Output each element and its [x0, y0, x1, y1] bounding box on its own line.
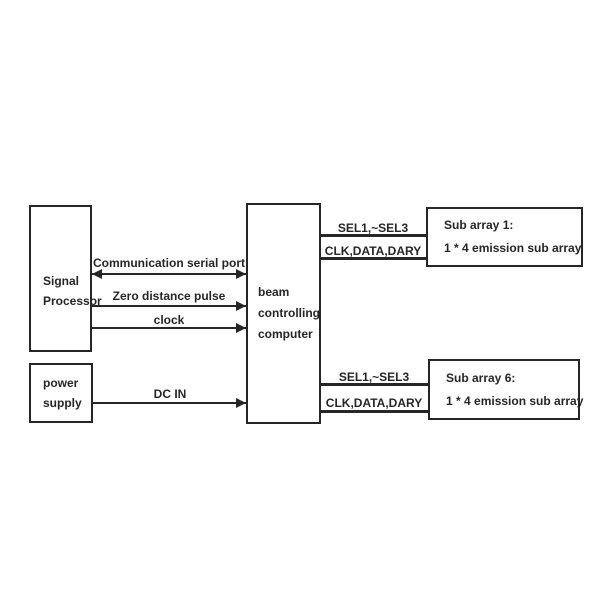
sel-bus-label-top: SEL1,~SEL3	[337, 221, 409, 235]
sub-array-6-label-line2: 1 * 4 emission sub array	[446, 393, 584, 408]
sub-array-1-label-line2: 1 * 4 emission sub array	[444, 241, 582, 255]
clk-bus-label-bottom: CLK,DATA,DARY	[325, 396, 423, 410]
clk-bus-label-top: CLK,DATA,DARY	[324, 244, 422, 258]
power-supply-label-line1: power	[43, 376, 79, 390]
clk-bus-line-bottom	[321, 410, 428, 413]
beam-controlling-computer-box: beam controlling computer	[246, 203, 321, 424]
sel-bus-line-top	[321, 234, 426, 237]
sub-array-6-label-line1: Sub array 6:	[446, 370, 516, 385]
sub-array-1-label-line1: Sub array 1:	[444, 218, 514, 232]
power-supply-box: power supply	[29, 363, 93, 423]
dc-in-label: DC IN	[153, 387, 187, 401]
signal-processor-box: Signal Processor	[29, 205, 102, 352]
signal-processor-label-line2: Processor	[43, 293, 102, 308]
comm-serial-double-arrow	[92, 273, 246, 275]
clock-label: clock	[153, 313, 185, 327]
power-supply-label-line2: supply	[43, 396, 82, 410]
beam-computer-label-line2: controlling	[258, 306, 320, 320]
sub-array-1-box: Sub array 1: 1 * 4 emission sub array	[426, 207, 583, 267]
comm-serial-label: Communication serial port	[92, 256, 246, 270]
clock-arrow	[92, 327, 246, 329]
sel-bus-label-bottom: SEL1,~SEL3	[338, 370, 410, 384]
sub-array-6-box: Sub array 6: 1 * 4 emission sub array	[428, 359, 584, 420]
sel-bus-line-bottom	[321, 383, 428, 386]
zero-distance-pulse-arrow	[92, 305, 246, 307]
signal-processor-label-line1: Signal	[43, 273, 80, 288]
beam-computer-label-line3: computer	[258, 327, 313, 341]
clk-bus-line-top	[321, 257, 426, 260]
zero-distance-pulse-label: Zero distance pulse	[112, 289, 226, 303]
dc-in-arrow	[93, 402, 246, 404]
beam-computer-label-line1: beam	[258, 285, 290, 299]
